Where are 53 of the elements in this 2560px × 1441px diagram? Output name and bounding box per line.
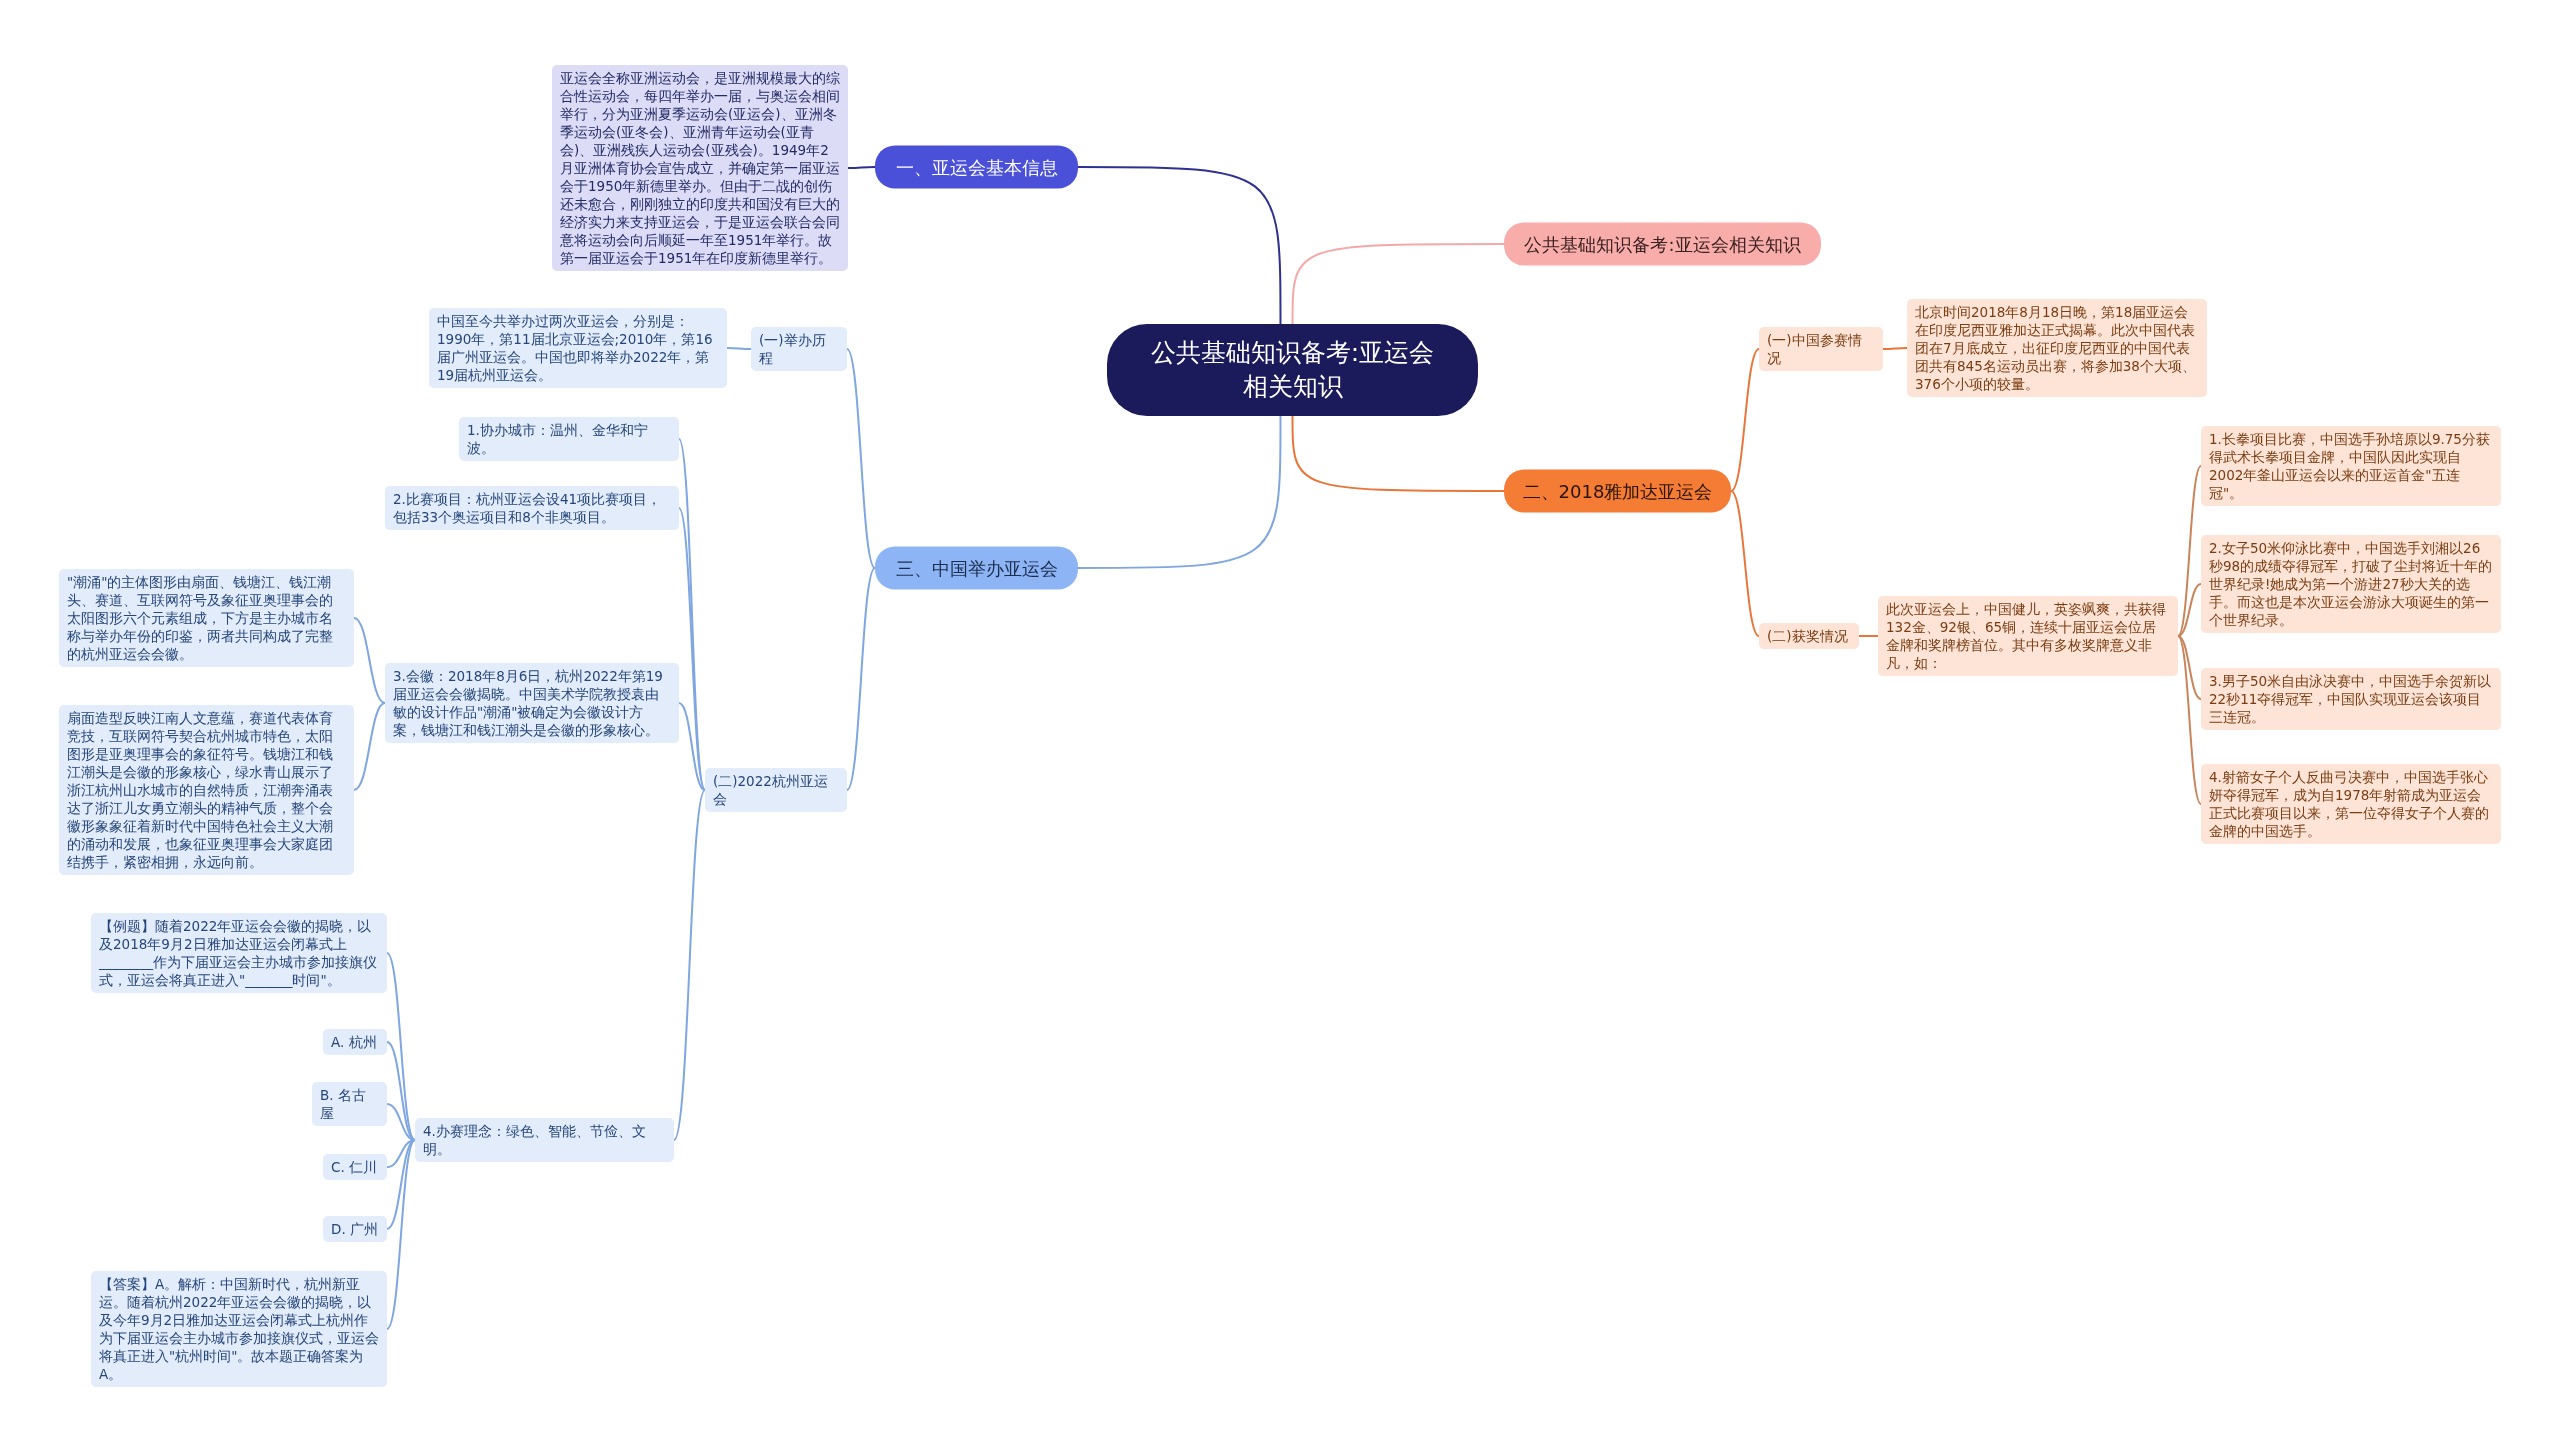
connector [847, 166, 876, 169]
subtopic-label: (二)2022杭州亚运会 [705, 768, 847, 812]
connector [1077, 415, 1282, 569]
note-card: 3.会徽：2018年8月6日，杭州2022年第19届亚运会会徽揭晓。中国美术学院教授袁由敏的设计作品"潮涌"被确定为会徽设计方案，钱塘江和钱江潮头是会徽的形象核心。 [385, 663, 679, 743]
note-card: 4.射箭女子个人反曲弓决赛中，中国选手张心妍夺得冠军，成为自1978年射箭成为亚运会正式比赛项目以来，第一位夺得女子个人赛的金牌的中国选手。 [2201, 764, 2501, 844]
option-card: C. 仁川 [323, 1154, 387, 1180]
connector [1858, 635, 1879, 637]
central-topic: 公共基础知识备考:亚运会相关知识 [1107, 324, 1478, 416]
option-card: A. 杭州 [323, 1029, 387, 1055]
branch-topic: 三、中国举办亚运会 [875, 546, 1078, 590]
connector [1730, 490, 1760, 637]
branch-topic: 二、2018雅加达亚运会 [1504, 469, 1731, 513]
connector [2177, 635, 2202, 700]
connector [353, 702, 386, 791]
connector [726, 347, 752, 350]
connector [353, 617, 386, 704]
note-card: 1.长拳项目比赛，中国选手孙培原以9.75分获得武术长拳项目金牌，中国队因此实现自2002年釜山亚运会以来的亚运首金"五连冠"。 [2201, 426, 2501, 506]
connector [673, 789, 706, 1141]
note-card: 亚运会全称亚洲运动会，是亚洲规模最大的综合性运动会，每四年举办一届，与奥运会相间举行，分为亚洲夏季运动会(亚运会)、亚洲冬季运动会(亚冬会)、亚洲青年运动会(亚青会)、亚洲残疾人运动会(亚残会)。1949年2月亚洲体育协会宣告成立，并确定第一届亚运会于1950年新德里举办。但由于二战的创伤还未愈合，刚刚独立的印度共和国没有巨大的经济实力来支持亚运会，于是亚运会联合会同意将运动会向后顺延一年至1951年举行。故第一届亚运会于1951年在印度新德里举行。 [552, 65, 848, 271]
connector [1730, 348, 1760, 492]
branch-topic: 一、亚运会基本信息 [875, 145, 1078, 189]
connector [678, 507, 706, 791]
note-card: 4.办赛理念：绿色、智能、节俭、文明。 [415, 1118, 674, 1162]
note-card: 扇面造型反映江南人文意蕴，赛道代表体育竞技，互联网符号契合杭州城市特色，太阳图形是亚奥理事会的象征符号。钱塘江和钱江潮头是会徽的形象核心，绿水青山展示了浙江杭州山水城市的自然特质，江潮奔涌表达了浙江儿女勇立潮头的精神气质，整个会徽形象象征着新时代中国特色社会主义大潮的涌动和发展，也象征亚奥理事会大家庭团结携手，紧密相拥，永远向前。 [59, 705, 354, 875]
note-card: 【答案】A。解析：中国新时代，杭州新亚运。随着杭州2022年亚运会会徽的揭晓，以及今年9月2日雅加达亚运会闭幕式上杭州作为下届亚运会主办城市参加接旗仪式，亚运会将真正进入"杭州时间"。故本题正确答案为A。 [91, 1271, 387, 1387]
subtopic-label: (二)获奖情况 [1759, 623, 1859, 649]
subtopic-label: (一)举办历程 [751, 327, 847, 371]
connector [2177, 465, 2202, 637]
note-card: 2.比赛项目：杭州亚运会设41项比赛项目，包括33个奥运项目和8个非奥项目。 [385, 486, 679, 530]
connector [2177, 583, 2202, 637]
connector [2177, 635, 2202, 805]
connector [386, 1041, 416, 1141]
note-card: "潮涌"的主体图形由扇面、钱塘江、钱江潮头、赛道、互联网符号及象征亚奥理事会的太阳图形六个元素组成，下方是主办城市名称与举办年份的印鉴，两者共同构成了完整的杭州亚运会会徽。 [59, 569, 354, 667]
connector [846, 348, 876, 569]
note-card: 【例题】随着2022年亚运会会徽的揭晓，以及2018年9月2日雅加达亚运会闭幕式上________作为下届亚运会主办城市参加接旗仪式，亚运会将真正进入"_______时间"。 [91, 913, 387, 993]
connector [386, 1139, 416, 1230]
connector [386, 1139, 416, 1330]
connector [678, 702, 706, 791]
option-card: B. 名古屋 [312, 1082, 387, 1126]
note-card: 3.男子50米自由泳决赛中，中国选手余贺新以22秒11夺得冠军，中国队实现亚运会该项目三连冠。 [2201, 668, 2501, 730]
option-card: D. 广州 [323, 1216, 387, 1242]
branch-topic: 公共基础知识备考:亚运会相关知识 [1504, 222, 1821, 266]
connector [846, 567, 876, 791]
connector [1882, 347, 1908, 350]
note-card: 北京时间2018年8月18日晚，第18届亚运会在印度尼西亚雅加达正式揭幕。此次中国代表团在7月底成立，出征印度尼西亚的中国代表团共有845名运动员出赛，将参加38个大项、376个小项的较量。 [1907, 299, 2207, 397]
note-card: 此次亚运会上，中国健儿，英姿飒爽，共获得132金、92银、65铜，连续十届亚运会位居金牌和奖牌榜首位。其中有多枚奖牌意义非凡，如： [1878, 596, 2178, 676]
note-card: 中国至今共举办过两次亚运会，分别是：1990年，第11届北京亚运会;2010年，第16届广州亚运会。中国也即将举办2022年，第19届杭州亚运会。 [429, 308, 727, 388]
subtopic-label: (一)中国参赛情况 [1759, 327, 1883, 371]
connector [1291, 243, 1505, 325]
connector [1077, 166, 1282, 325]
connector [1291, 415, 1505, 492]
note-card: 2.女子50米仰泳比赛中，中国选手刘湘以26秒98的成绩夺得冠军，打破了尘封将近十年的世界纪录!她成为第一个游进27秒大关的选手。而这也是本次亚运会游泳大项诞生的第一个世界纪录。 [2201, 535, 2501, 633]
note-card: 1.协办城市：温州、金华和宁波。 [459, 417, 679, 461]
